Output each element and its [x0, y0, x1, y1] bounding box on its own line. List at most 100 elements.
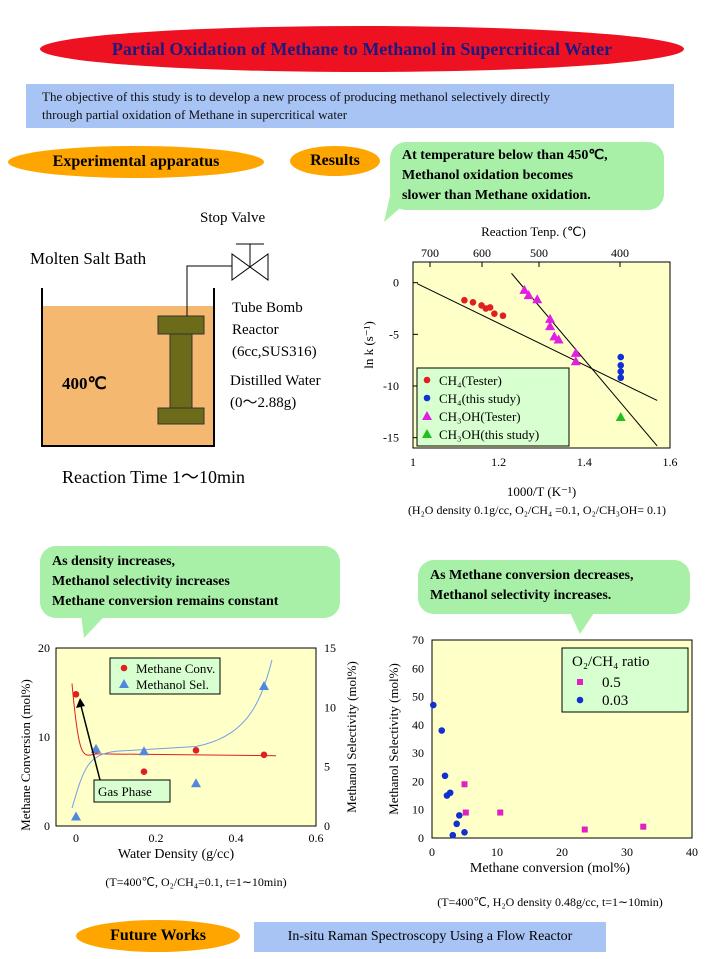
chart2-trend-selectivity: [71, 659, 273, 809]
reactor-tube: [186, 265, 232, 316]
chart3-data-point: [456, 812, 463, 819]
water-label-1: Distilled Water: [230, 373, 321, 389]
chart2-data-point: [191, 778, 201, 788]
chart3-data-point: [441, 772, 449, 780]
chart3-x-label: Methane conversion (mol%): [470, 861, 631, 876]
chart3-y-tick: 70: [412, 633, 424, 647]
chart3-legend-marker: [576, 696, 584, 704]
chart1-caption: (H₂O density 0.1g/cc, O₂/CH₄ =0.1, O₂/CH…: [408, 503, 666, 517]
reactor-cap-top: [157, 315, 205, 335]
chart1-x-label: 1000/T (K⁻¹): [507, 484, 576, 499]
chart2-trend-conversion: [71, 683, 277, 757]
chart2-x-tick: 0.4: [229, 831, 244, 845]
chart2-legend-marker: [119, 679, 129, 688]
chart1-data-point: [617, 368, 625, 375]
reactor-cap-bottom: [157, 407, 205, 425]
chart1-top-tick: 600: [473, 246, 491, 260]
chart1-legend-marker: [422, 411, 432, 420]
chart3-y-tick: 60: [412, 661, 424, 675]
apparatus-diagram: [41, 243, 269, 447]
chart1-y-tick: -15: [383, 431, 399, 445]
reaction-time: Reaction Time 1～10min: [62, 467, 246, 487]
reactor-label-2: Reactor: [232, 322, 279, 338]
chart1-top-axis-label: Reaction Tenp. (℃): [481, 224, 586, 239]
chart2-y2-tick: 5: [324, 760, 330, 774]
reactor-label-3: (6cc,SUS316): [232, 344, 317, 360]
chart2-y-tick: 0: [44, 819, 50, 833]
chart1-top-tick: 700: [421, 246, 439, 260]
chart2-data-point: [139, 746, 149, 756]
chart2-legend-label: Methane Conv.: [136, 661, 215, 676]
chart1-data-point: [570, 347, 581, 357]
chart2-data-point: [71, 811, 81, 821]
chart1-data-point: [553, 334, 564, 344]
chart2-data-point: [72, 690, 80, 698]
chart1-data-point: [545, 313, 556, 323]
bubble-1-line-3: slower than Methane oxidation.: [402, 188, 591, 203]
bubble-3: As Methane conversion decreases, Methano…: [418, 560, 690, 614]
bubble-2-line-3: Methane conversion remains constant: [52, 594, 279, 609]
chart1-y-tick: 0: [393, 276, 399, 290]
objective-line-1: The objective of this study is to develo…: [42, 89, 550, 104]
chart3-y-tick: 0: [418, 831, 424, 845]
bubble-3-line-2: Methanol selectivity increases.: [430, 588, 612, 603]
chart2-x-tick: 0.6: [309, 831, 324, 845]
chart1-data-point: [486, 304, 494, 311]
chart1-legend: [416, 367, 570, 447]
chart2-data-point: [192, 747, 200, 754]
chart3-data-point: [453, 820, 460, 828]
chart1-data-point: [617, 374, 625, 382]
bubble-2-line-2: Methanol selectivity increases: [52, 574, 230, 589]
chart1-data-point: [519, 284, 530, 294]
chart1-x-tick: 1.2: [491, 455, 506, 469]
chart3-legend-label: 0.5: [602, 675, 621, 691]
chart2-legend-label: Methanol Sel.: [136, 677, 209, 692]
chart1-data-point: [499, 312, 507, 320]
title-banner: Partial Oxidation of Methane to Methanol…: [40, 26, 684, 72]
bubble-2: As density increases, Methanol selectivi…: [40, 546, 340, 618]
chart1-data-point: [523, 290, 534, 300]
section-future-works: Future Works: [76, 920, 240, 952]
chart1-y-label: ln k (s⁻¹): [361, 321, 376, 369]
chart1-legend-marker: [423, 376, 431, 384]
bath-temperature: 400℃: [62, 374, 107, 393]
section-results: Results: [290, 146, 380, 176]
poster-title: Partial Oxidation of Methane to Methanol…: [111, 38, 613, 59]
section-apparatus: Experimental apparatus: [8, 146, 264, 178]
chart3-x-tick: 30: [621, 845, 633, 859]
chart2-y2-tick: 10: [324, 700, 336, 714]
chart1-data-point: [491, 310, 498, 317]
chart2-x-label: Water Density (g/cc): [118, 847, 235, 862]
chart2-x-tick: 0.2: [149, 831, 164, 845]
chart1-data-point: [615, 412, 626, 421]
chart2-y2-label: Methanol Selectivity (mol%): [344, 661, 359, 813]
chart1-y-tick: -5: [389, 327, 399, 341]
chart3-y-tick: 40: [412, 718, 424, 732]
chart3-legend-title: O₂/CH₄ ratio: [572, 654, 650, 670]
chart3-data-point: [461, 829, 468, 836]
chart1-data-point: [617, 353, 625, 361]
chart2-y-label: Methane Conversion (mol%): [18, 679, 33, 831]
chart2-x-tick: 0: [73, 831, 79, 845]
chart2-y-tick: 10: [38, 730, 50, 744]
chart2-caption: (T=400℃, O₂/CH₄=0.1, t=1∼10min): [105, 875, 286, 889]
chart2-data-point: [259, 680, 269, 690]
chart1-legend-label: CH₄(this study): [439, 391, 520, 406]
chart1-data-point: [570, 356, 581, 366]
chart3-data-point: [438, 727, 446, 734]
chart3-y-label: Methanol Selectivity (mol%): [386, 663, 401, 815]
chart2-annotation-box: [93, 779, 171, 803]
chart3-x-tick: 20: [556, 845, 568, 859]
chart1-x-tick: 1.4: [577, 455, 592, 469]
chart2-y-tick: 20: [38, 641, 50, 655]
bubble-2-line-1: As density increases,: [52, 554, 176, 569]
chart1-top-tick: 500: [530, 246, 548, 260]
chart3-y-tick: 30: [412, 746, 424, 760]
chart1-y-tick: -10: [383, 379, 399, 393]
chart1-data-point: [545, 321, 556, 331]
chart2-annotation-arrow: [79, 701, 101, 781]
chart3-data-point: [462, 809, 469, 816]
bubble-1-line-2: Methanol oxidation becomes: [402, 168, 574, 183]
